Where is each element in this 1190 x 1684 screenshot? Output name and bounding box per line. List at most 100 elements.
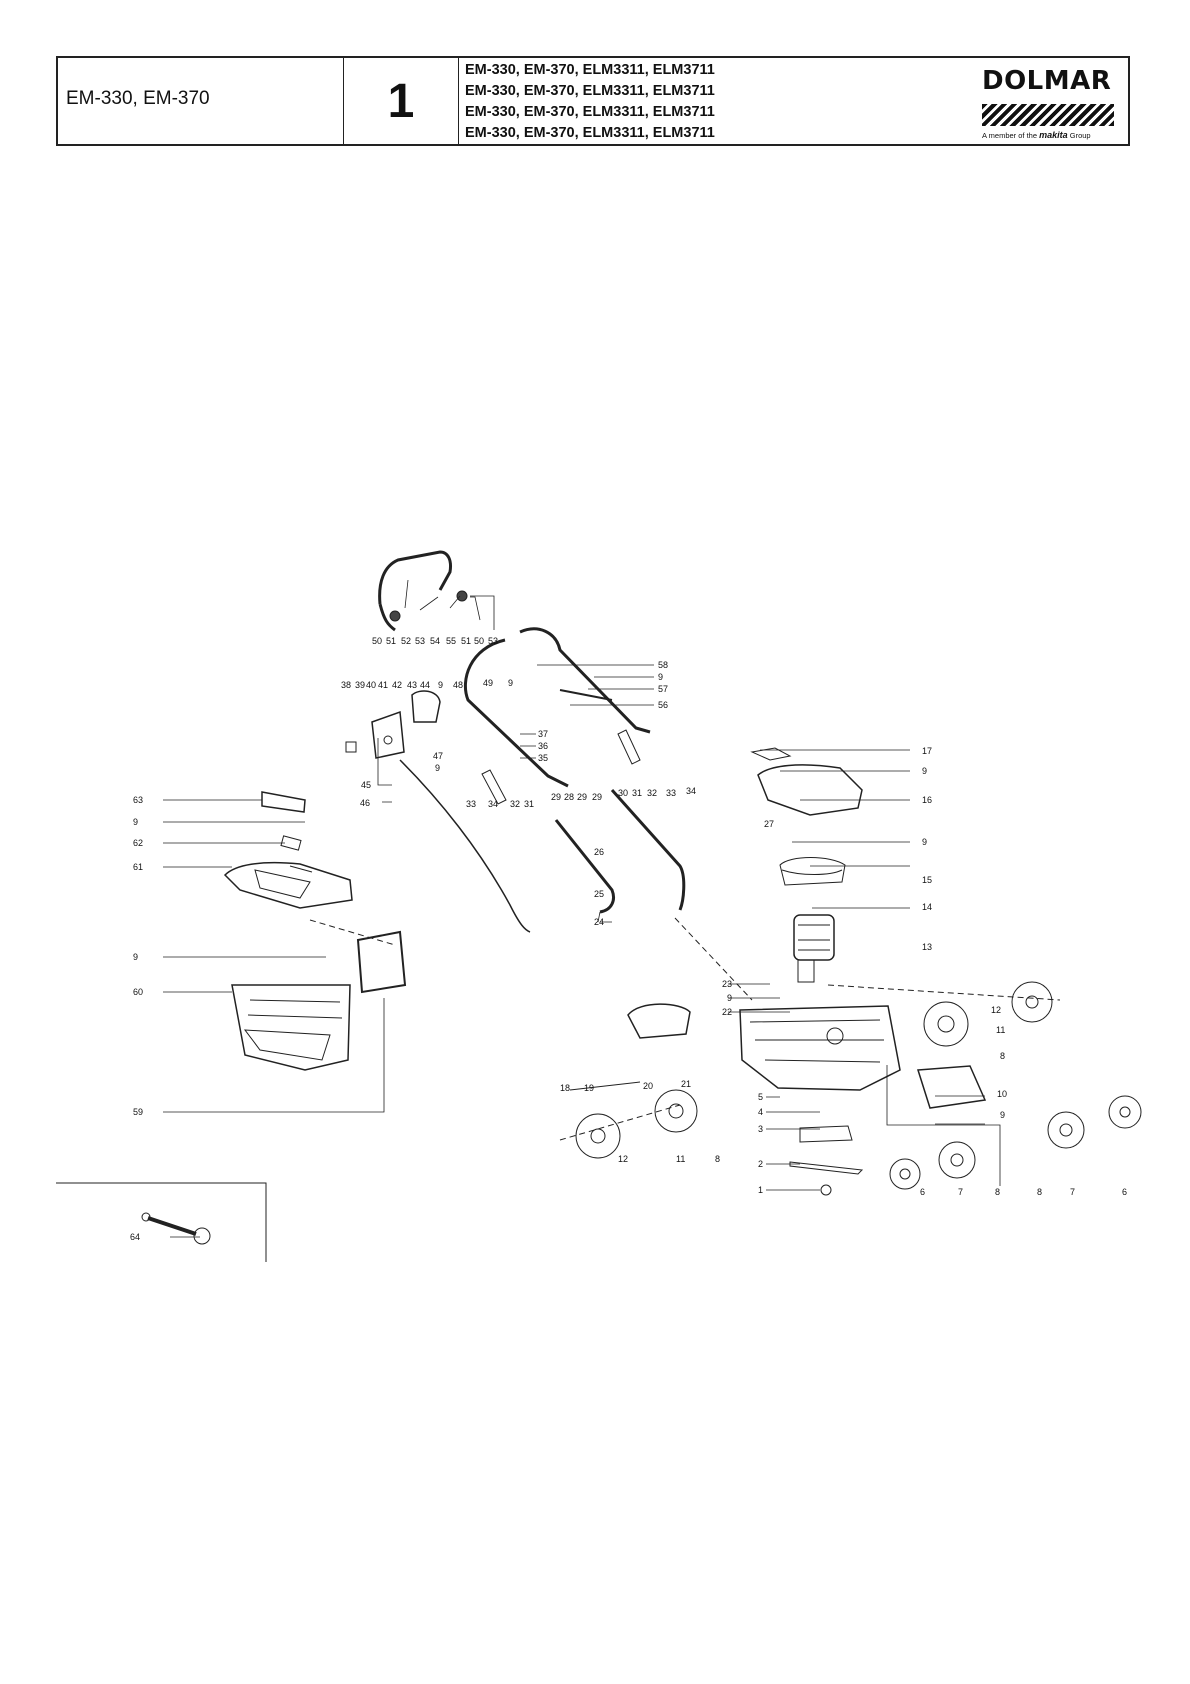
- assembly-line: [559, 1104, 681, 1141]
- callout-51: 51: [461, 636, 471, 646]
- callout-3: 3: [758, 1124, 763, 1134]
- callout-43: 43: [407, 680, 417, 690]
- callout-31: 31: [632, 788, 642, 798]
- callout-12: 12: [991, 1005, 1001, 1015]
- wheel-front-right: [1047, 1095, 1142, 1149]
- callout-62: 62: [133, 838, 143, 848]
- callout-10: 10: [997, 1089, 1007, 1099]
- callout-50: 50: [372, 636, 382, 646]
- callout-64: 64: [130, 1232, 140, 1242]
- leader-lines: [163, 579, 1001, 1238]
- page-number: 1: [387, 75, 415, 128]
- callout-26: 26: [594, 847, 604, 857]
- callout-32: 32: [510, 799, 520, 809]
- motor-mount: [779, 857, 846, 886]
- callout-11: 11: [996, 1025, 1005, 1035]
- callout-8: 8: [995, 1187, 1000, 1197]
- callout-8: 8: [1037, 1187, 1042, 1197]
- middle-handle: [554, 788, 686, 914]
- lever: [617, 729, 641, 765]
- wheel-rear-right: [923, 981, 1053, 1047]
- lower-handle: [463, 627, 651, 788]
- callout-33: 33: [466, 799, 476, 809]
- callout-18: 18: [560, 1083, 570, 1093]
- switch-box: [345, 690, 441, 759]
- callout-29: 29: [577, 792, 587, 802]
- callout-7: 7: [958, 1187, 963, 1197]
- callout-9: 9: [922, 766, 927, 776]
- callout-53: 53: [488, 636, 498, 646]
- callout-41: 41: [378, 680, 388, 690]
- callout-48: 48: [453, 680, 463, 690]
- callout-27: 27: [764, 819, 774, 829]
- callout-labels: 50 51 52 53 54 55 51 50 53 38 39 40 41 4…: [130, 636, 1127, 1242]
- model-line: EM-330, EM-370, ELM3311, ELM3711: [465, 62, 715, 78]
- callout-34: 34: [686, 786, 696, 796]
- model-line: EM-330, EM-370, ELM3311, ELM3711: [465, 83, 715, 99]
- callout-24: 24: [594, 917, 604, 927]
- callout-4: 4: [758, 1107, 763, 1117]
- callout-37: 37: [538, 729, 548, 739]
- callout-9: 9: [922, 837, 927, 847]
- model-list-cell: EM-330, EM-370, ELM3311, ELM3711 EM-330,…: [459, 58, 974, 144]
- callout-38: 38: [341, 680, 351, 690]
- callout-32: 32: [647, 788, 657, 798]
- logo-cell: DOLMAR A member of the makita Group: [974, 58, 1128, 144]
- callout-46: 46: [360, 798, 370, 808]
- callout-60: 60: [133, 987, 143, 997]
- callout-44: 44: [420, 680, 430, 690]
- callout-59: 59: [133, 1107, 143, 1117]
- grass-box-bag: [231, 930, 407, 1071]
- callout-5: 5: [758, 1092, 763, 1102]
- callout-13: 13: [922, 942, 932, 952]
- tool-frame: [56, 1182, 267, 1262]
- callout-39: 39: [355, 680, 365, 690]
- callout-63: 63: [133, 795, 143, 805]
- callout-29: 29: [551, 792, 561, 802]
- callout-12: 12: [618, 1154, 628, 1164]
- callout-51: 51: [386, 636, 396, 646]
- assembly-line: [827, 984, 1061, 1001]
- callout-61: 61: [133, 862, 143, 872]
- callout-8: 8: [1000, 1051, 1005, 1061]
- callout-16: 16: [922, 795, 932, 805]
- callout-9: 9: [435, 763, 440, 773]
- callout-6: 6: [1122, 1187, 1127, 1197]
- callout-9: 9: [438, 680, 443, 690]
- upper-handle: [378, 550, 468, 632]
- callout-15: 15: [922, 875, 932, 885]
- callout-56: 56: [658, 700, 668, 710]
- model-name: EM-330, EM-370: [66, 88, 210, 109]
- callout-17: 17: [922, 746, 932, 756]
- callout-45: 45: [361, 780, 371, 790]
- member-note: A member of the makita Group: [982, 130, 1091, 140]
- callout-1: 1: [758, 1185, 763, 1195]
- callout-58: 58: [658, 660, 668, 670]
- callout-54: 54: [430, 636, 440, 646]
- callout-36: 36: [538, 741, 548, 751]
- callout-19: 19: [584, 1083, 594, 1093]
- callout-25: 25: [594, 889, 604, 899]
- wheel-front-left: [889, 1141, 976, 1190]
- callout-57: 57: [658, 684, 668, 694]
- callout-9: 9: [133, 952, 138, 962]
- callout-7: 7: [1070, 1187, 1075, 1197]
- callout-31: 31: [524, 799, 534, 809]
- callout-52: 52: [401, 636, 411, 646]
- model-cell: EM-330, EM-370: [58, 58, 344, 144]
- callout-23: 23: [722, 979, 732, 989]
- callout-34: 34: [488, 799, 498, 809]
- callout-8: 8: [715, 1154, 720, 1164]
- lever: [481, 769, 507, 805]
- callout-28: 28: [564, 792, 574, 802]
- callout-33: 33: [666, 788, 676, 798]
- callout-21: 21: [681, 1079, 691, 1089]
- callout-30: 30: [618, 788, 628, 798]
- assembly-line: [674, 917, 753, 1001]
- callout-29: 29: [592, 792, 602, 802]
- callout-9: 9: [658, 672, 663, 682]
- callout-50: 50: [474, 636, 484, 646]
- callout-11: 11: [676, 1154, 685, 1164]
- cable: [399, 759, 531, 933]
